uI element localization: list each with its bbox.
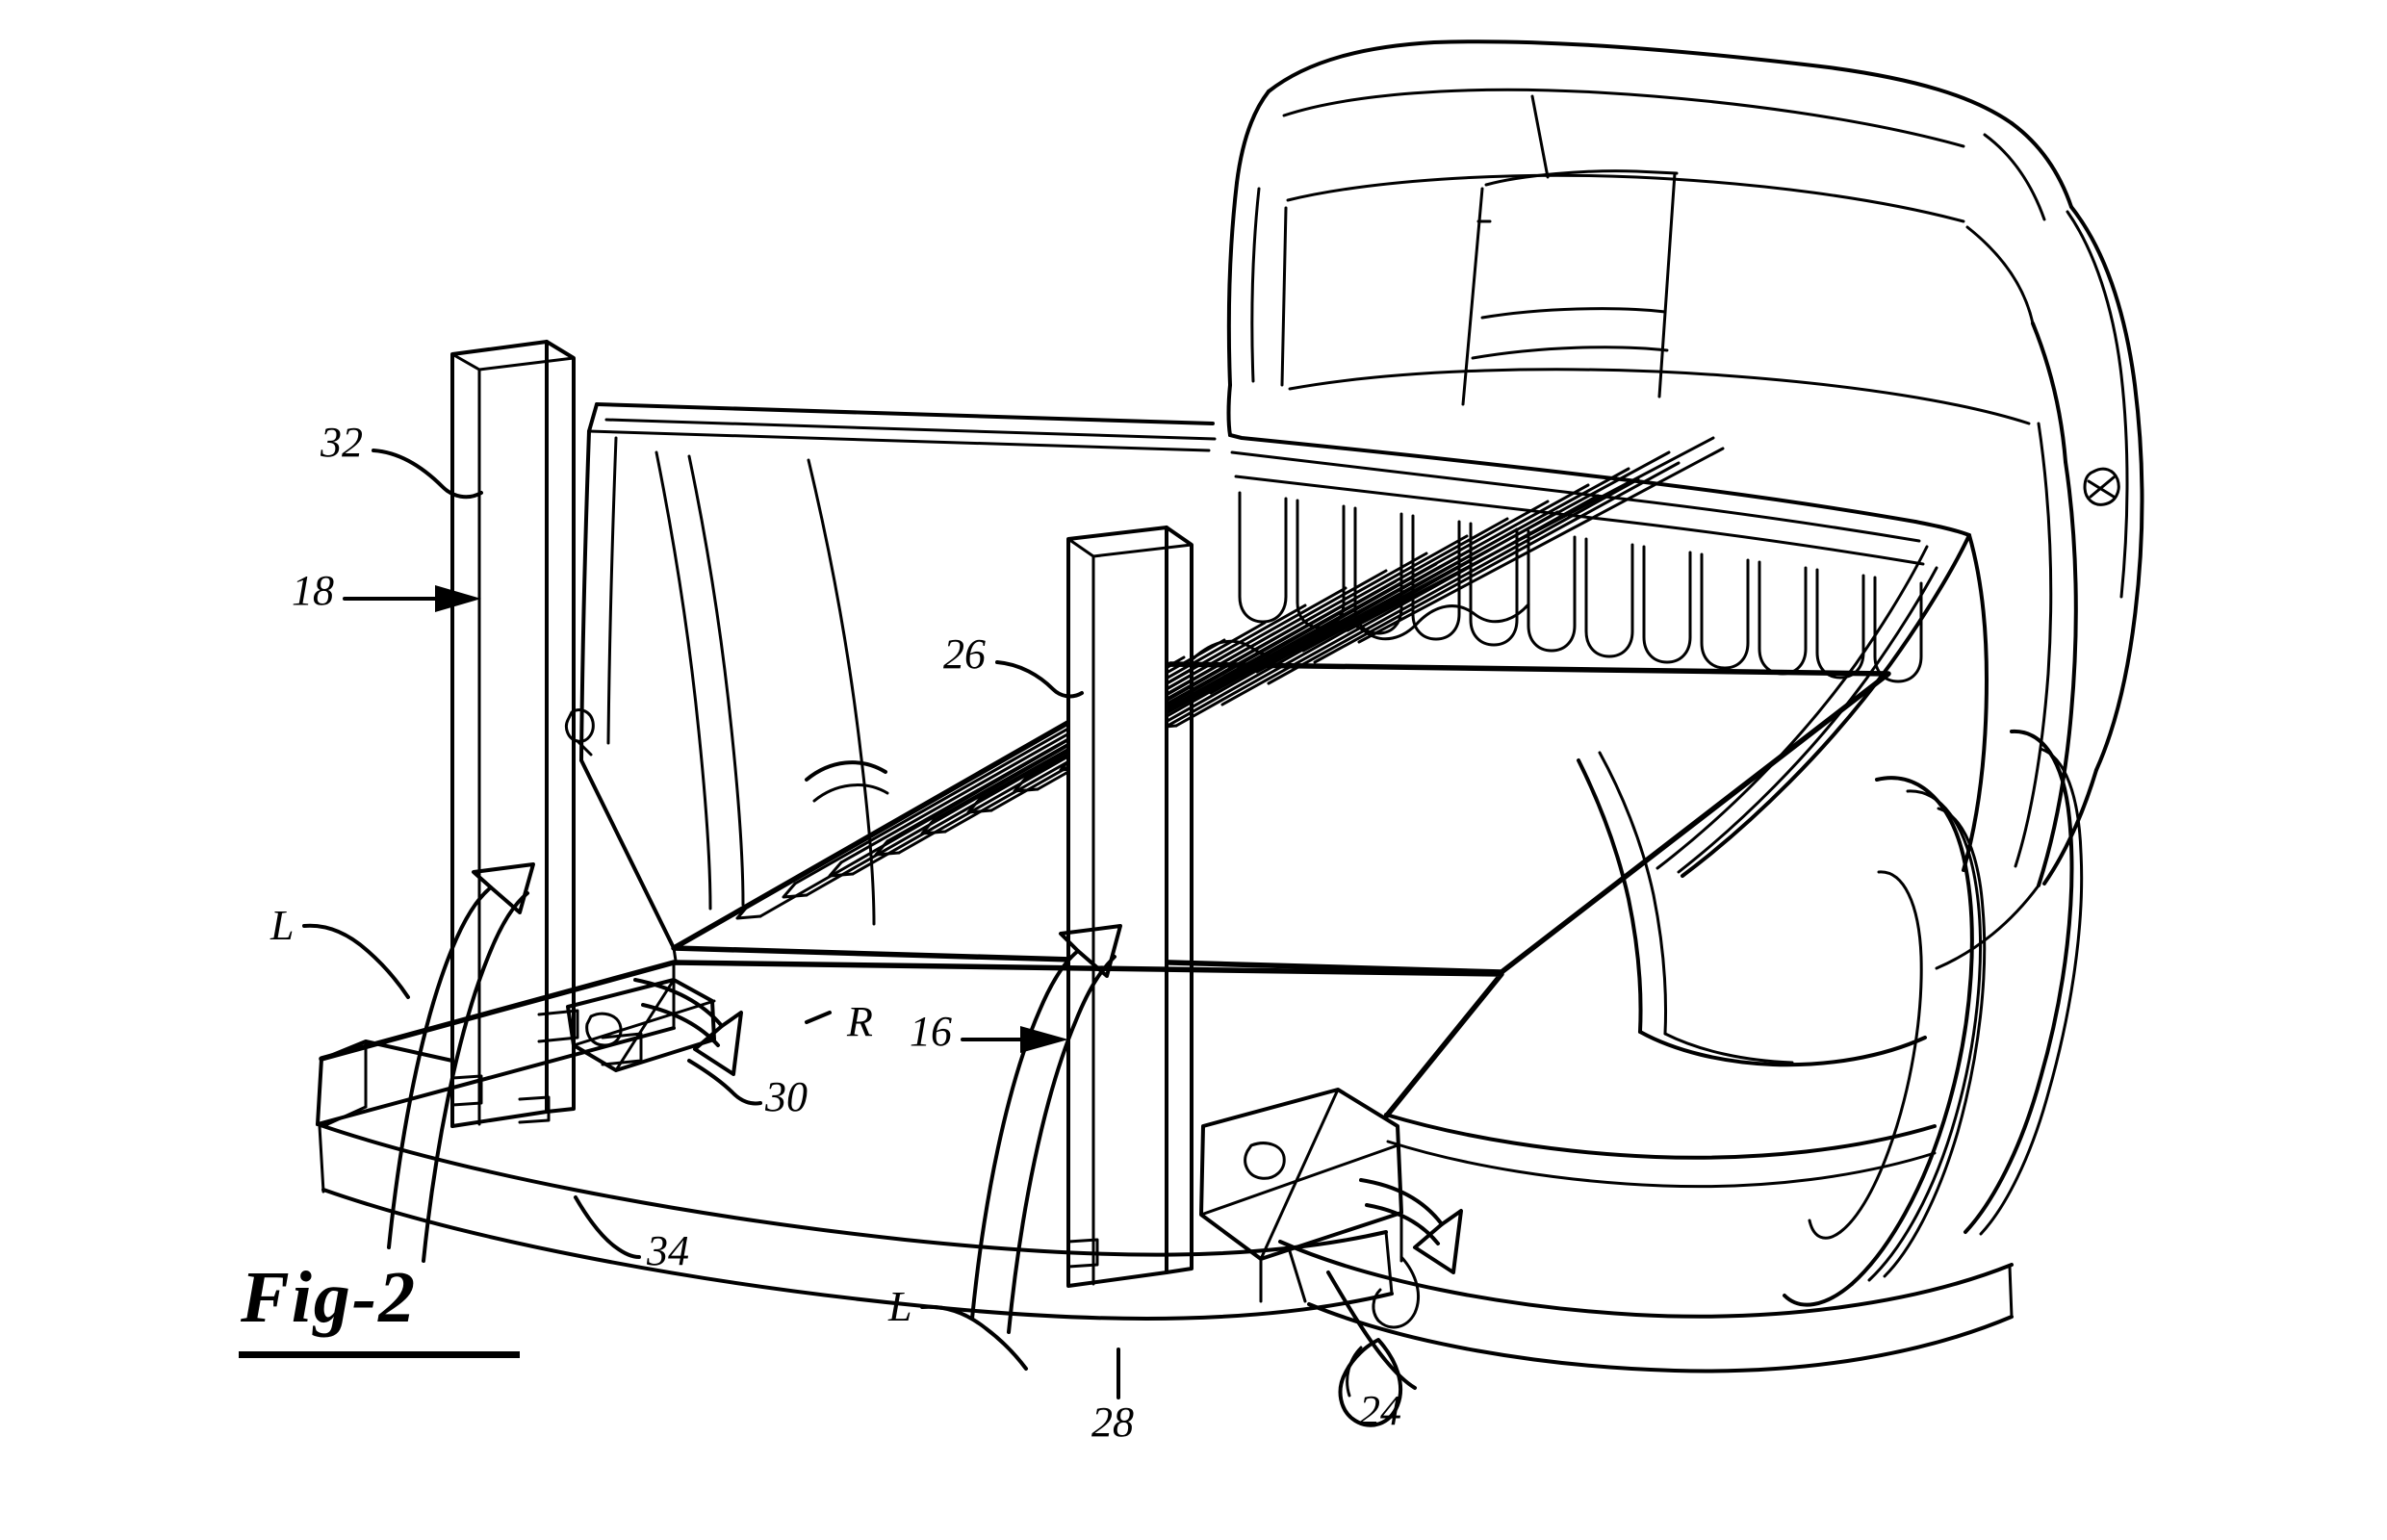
reference-label-26: 26 [943, 630, 986, 678]
reference-label-34: 34 [647, 1227, 689, 1274]
bed-left-side-wall [564, 402, 1217, 962]
motion-arrows [387, 862, 1463, 1334]
figure-caption-underline [239, 1351, 520, 1358]
figure-caption: Fig-2 [241, 1257, 418, 1338]
truck-bed-body [1228, 433, 2040, 1427]
reference-label-30: 30 [765, 1073, 808, 1120]
leader-lines [302, 449, 1417, 1399]
reference-label-L-right: L [888, 1283, 912, 1330]
reference-label-28: 28 [1091, 1399, 1134, 1446]
bulkhead-ribs [1238, 491, 1923, 683]
stake-post-right [1066, 526, 1194, 1288]
reference-label-L-left: L [270, 902, 295, 949]
reference-label-18: 18 [292, 567, 334, 614]
reference-label-24: 24 [1359, 1387, 1401, 1434]
reference-label-R: R [847, 998, 873, 1045]
reference-label-32: 32 [321, 419, 363, 466]
bed-lower-structure [316, 960, 1504, 1329]
stake-post-left [450, 340, 576, 1128]
reference-label-16: 16 [910, 1008, 952, 1055]
truck-cab [1226, 39, 2144, 887]
rear-wheel-group [1783, 729, 2084, 1307]
